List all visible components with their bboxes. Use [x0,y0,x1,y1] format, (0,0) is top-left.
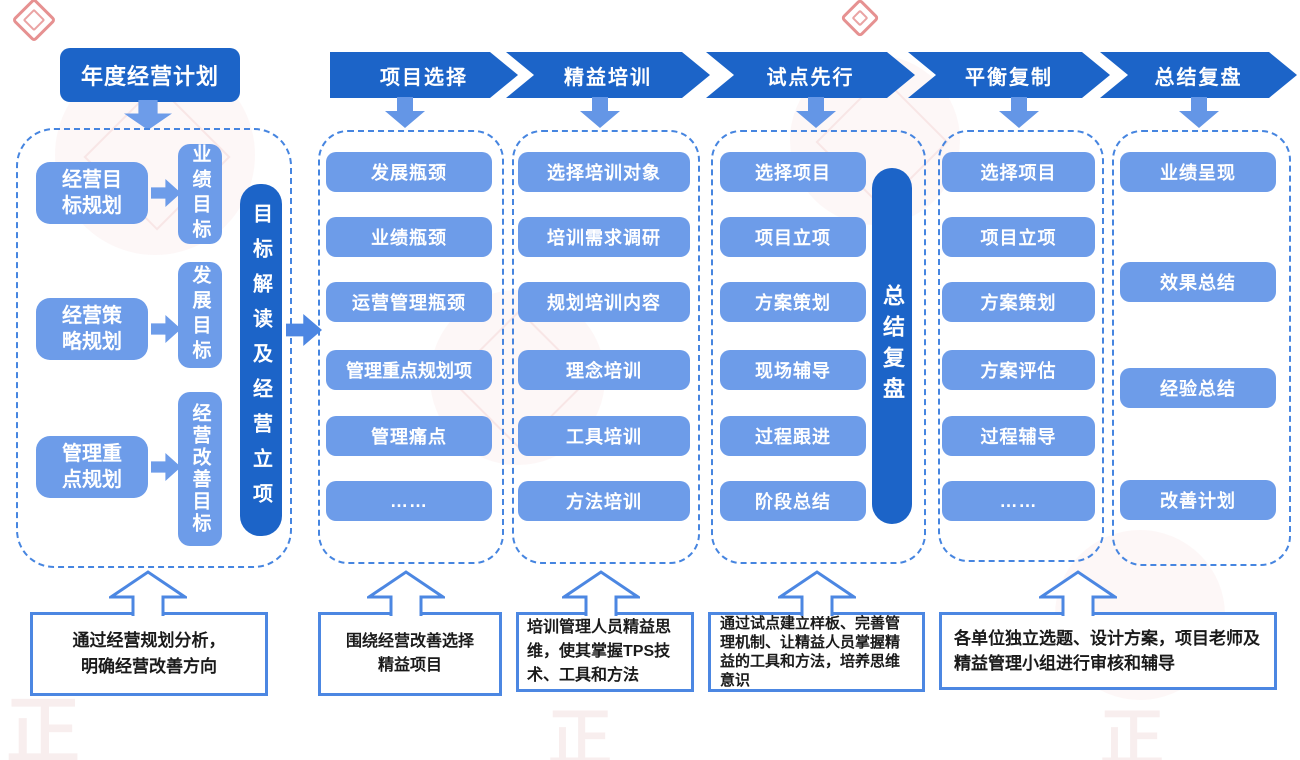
watermark-glyph: 正 [548,703,612,760]
watermark-glyph: 正 [1100,703,1164,760]
stage-item: 阶段总结 [720,481,866,521]
note-box: 通过经营规划分析， 明确经营改善方向 [30,612,268,696]
down-arrow-icon [580,97,620,128]
watermark-glyph: 正 [6,690,80,760]
stage-item: 管理重点规划项 [326,350,492,390]
goal-box: 发展目标 [178,262,222,368]
watermark-logo-icon [11,0,57,43]
phase-bar-goal-interpretation: 目标解读及经营立项 [240,184,282,536]
stage-item: 选择项目 [942,152,1095,192]
stage-item: 过程辅导 [942,416,1095,456]
planning-source-box: 管理重 点规划 [36,436,148,498]
goal-box: 经营改善目标 [178,392,222,546]
planning-source-box: 经营目 标规划 [36,162,148,224]
stage-item: 发展瓶颈 [326,152,492,192]
goal-box: 业绩目标 [178,144,222,244]
stage-item: 现场辅导 [720,350,866,390]
stage-item: 项目立项 [720,217,866,257]
watermark-logo-icon [840,0,880,38]
panel-balanced-replication [938,130,1104,562]
up-arrow-icon [1039,570,1117,616]
down-arrow-icon [385,97,425,128]
note-box: 培训管理人员精益思维，使其掌握TPS技术、工具和方法 [516,612,694,692]
up-arrow-icon [778,570,856,616]
stage-item: …… [326,481,492,521]
phase-bar-summary-review: 总结复盘 [872,168,912,524]
stage-item: 方案策划 [942,282,1095,322]
stage-item: 业绩瓶颈 [326,217,492,257]
stage-header-summary-review: 总结复盘 [1100,52,1297,98]
down-arrow-icon [999,97,1039,128]
stage-item: 经验总结 [1120,368,1276,408]
stage-item: 理念培训 [518,350,690,390]
down-arrow-icon [1179,97,1219,128]
stage-header-pilot-first: 试点先行 [706,52,915,98]
stage-item: 改善计划 [1120,480,1276,520]
stage-item: 培训需求调研 [518,217,690,257]
stage-item: 方案策划 [720,282,866,322]
stage-header-balanced-replication: 平衡复制 [908,52,1110,98]
note-box: 各单位独立选题、设计方案，项目老师及精益管理小组进行审核和辅导 [939,612,1277,690]
stage-item: 运营管理瓶颈 [326,282,492,322]
stage-item: 业绩呈现 [1120,152,1276,192]
panel-summary-review [1112,130,1291,566]
stage-header-project-selection: 项目选择 [330,52,518,98]
stage-item: 选择项目 [720,152,866,192]
stage-item: 规划培训内容 [518,282,690,322]
note-box: 围绕经营改善选择 精益项目 [318,612,502,696]
stage-item: 项目立项 [942,217,1095,257]
stage-item: 过程跟进 [720,416,866,456]
annual-plan-title: 年度经营计划 [60,48,240,102]
panel-pilot-first [711,130,926,564]
planning-source-box: 经营策 略规划 [36,298,148,360]
panel-lean-training [512,130,700,564]
up-arrow-icon [367,570,445,616]
stage-header-lean-training: 精益培训 [506,52,710,98]
up-arrow-icon [109,570,187,616]
note-box: 通过试点建立样板、完善管理机制、让精益人员掌握精益的工具和方法，培养思维意识 [708,612,925,692]
stage-item: 方法培训 [518,481,690,521]
stage-item: 方案评估 [942,350,1095,390]
stage-item: 工具培训 [518,416,690,456]
stage-item: 选择培训对象 [518,152,690,192]
panel-project-selection [318,130,504,564]
stage-item: …… [942,481,1095,521]
stage-item: 效果总结 [1120,262,1276,302]
panel-annual-planning [16,128,292,568]
up-arrow-icon [562,570,640,616]
stage-item: 管理痛点 [326,416,492,456]
